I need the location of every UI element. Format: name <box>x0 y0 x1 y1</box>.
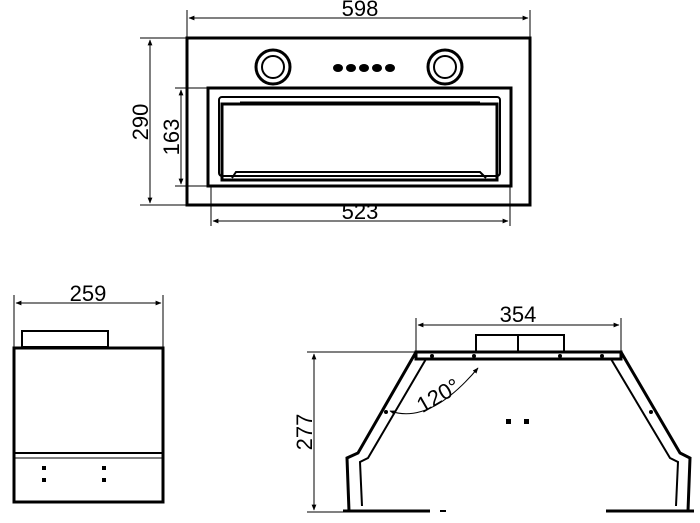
filter-panel <box>206 86 513 188</box>
back-vent-block <box>475 334 565 353</box>
top-width-label: 354 <box>500 302 537 327</box>
height-dimension: 290 <box>128 37 187 206</box>
indicator-lights <box>333 64 395 72</box>
depth-label: 259 <box>70 281 107 306</box>
width-dimension: 598 <box>186 0 531 38</box>
back-view: 354 277 <box>292 302 694 513</box>
left-knob <box>254 48 292 86</box>
back-top-bar <box>414 350 623 361</box>
left-slanted-panel <box>345 351 427 512</box>
side-body <box>12 346 165 504</box>
height-label: 290 <box>128 104 153 141</box>
front-outer-frame <box>185 36 532 207</box>
side-view: 259 <box>12 281 165 504</box>
back-height-label: 277 <box>292 414 317 451</box>
front-view: 598 290 163 <box>128 0 532 226</box>
inner-height-label: 163 <box>159 119 184 156</box>
back-height-dimension: 277 <box>292 351 416 513</box>
inner-height-dimension: 163 <box>159 87 208 187</box>
width-label: 598 <box>342 0 379 21</box>
angle-label: 120° <box>412 373 464 417</box>
side-vent-block <box>21 330 109 348</box>
right-knob <box>426 48 464 86</box>
right-slanted-panel <box>610 351 692 512</box>
top-width-dimension: 354 <box>415 302 622 352</box>
inner-width-label: 523 <box>342 199 379 224</box>
depth-dimension: 259 <box>13 281 164 348</box>
inner-width-dimension: 523 <box>210 186 511 226</box>
